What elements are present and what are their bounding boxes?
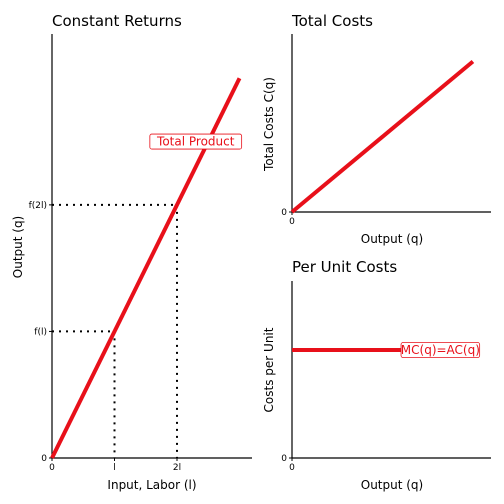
total-costs-y-label: Total Costs C(q)	[262, 77, 276, 172]
per-unit-costs-panel: Per Unit Costs Output (q) Costs per Unit…	[262, 258, 491, 492]
constant-returns-x-tick-label: 0	[49, 463, 55, 473]
constant-returns-x-tick-label: 2l	[173, 463, 181, 473]
total-costs-y-tick-label: 0	[281, 208, 287, 218]
per-unit-costs-x-tick-label: 0	[289, 463, 295, 473]
constant-returns-x-label: Input, Labor (l)	[107, 478, 196, 492]
per-unit-costs-title: Per Unit Costs	[292, 258, 397, 276]
constant-returns-label-box	[149, 133, 243, 150]
per-unit-costs-x-label: Output (q)	[361, 478, 423, 492]
constant-returns-label-text: Total Product	[156, 135, 235, 149]
constant-returns-x-tick-label: l	[113, 463, 116, 473]
per-unit-costs-label-box	[400, 342, 481, 358]
constant-returns-y-tick-label: f(2l)	[29, 201, 47, 211]
total-costs-series-line	[290, 59, 475, 214]
constant-returns-y-label: Output (q)	[11, 216, 25, 278]
constant-returns-panel: Constant Returns Input, Labor (l) Output…	[11, 12, 252, 492]
per-unit-costs-y-label: Costs per Unit	[262, 327, 276, 412]
total-costs-x-tick-label: 0	[289, 217, 295, 227]
total-costs-panel: Total Costs Output (q) Total Costs C(q) …	[262, 12, 491, 246]
constant-returns-y-tick-label: 0	[41, 454, 47, 464]
constant-returns-title: Constant Returns	[52, 12, 182, 30]
constant-returns-y-tick-label: f(l)	[34, 327, 47, 337]
total-costs-x-label: Output (q)	[361, 232, 423, 246]
per-unit-costs-y-tick-label: 0	[281, 454, 287, 464]
per-unit-costs-label-text: MC(q)=AC(q)	[401, 343, 480, 357]
total-costs-title: Total Costs	[291, 12, 373, 30]
